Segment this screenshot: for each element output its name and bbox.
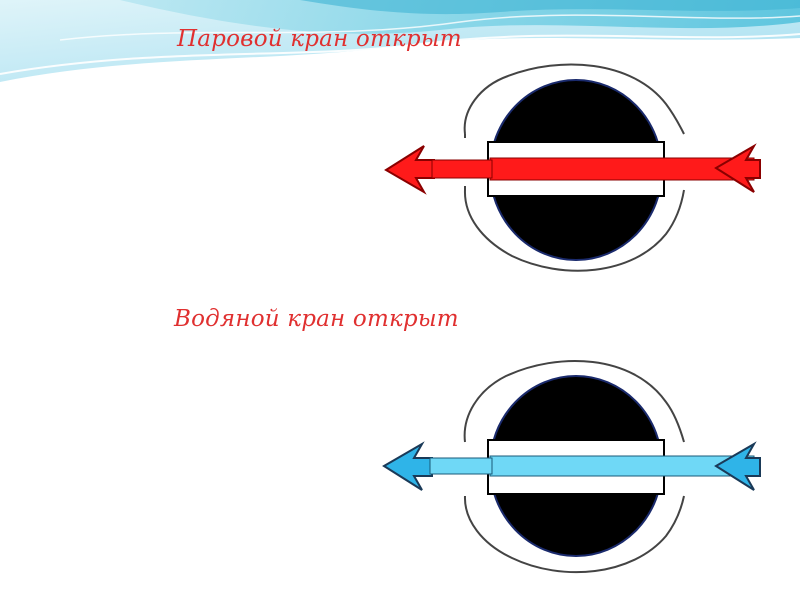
valve-body-icon [463, 63, 685, 272]
flow-arrow-left-head [384, 145, 435, 195]
flow-arrow-shaft [431, 159, 493, 179]
steam-valve-diagram [384, 63, 761, 272]
flow-arrow-icon [382, 441, 761, 491]
flow-arrow-left-head [382, 441, 433, 491]
flow-arrow-right-head [714, 143, 761, 193]
flow-arrow-icon [384, 143, 761, 195]
wave-band-top [300, 0, 800, 15]
flow-band [489, 157, 755, 181]
valve-body-icon [463, 360, 685, 574]
water-valve-caption: Водяной кран открыт [174, 306, 459, 332]
wave-line-2 [59, 14, 800, 41]
wave-line [0, 33, 800, 75]
water-valve-diagram [382, 360, 761, 574]
flow-arrow-right-head [714, 441, 761, 491]
steam-valve-caption: Паровой кран открыт [177, 26, 462, 52]
flow-arrow-shaft [429, 457, 493, 475]
